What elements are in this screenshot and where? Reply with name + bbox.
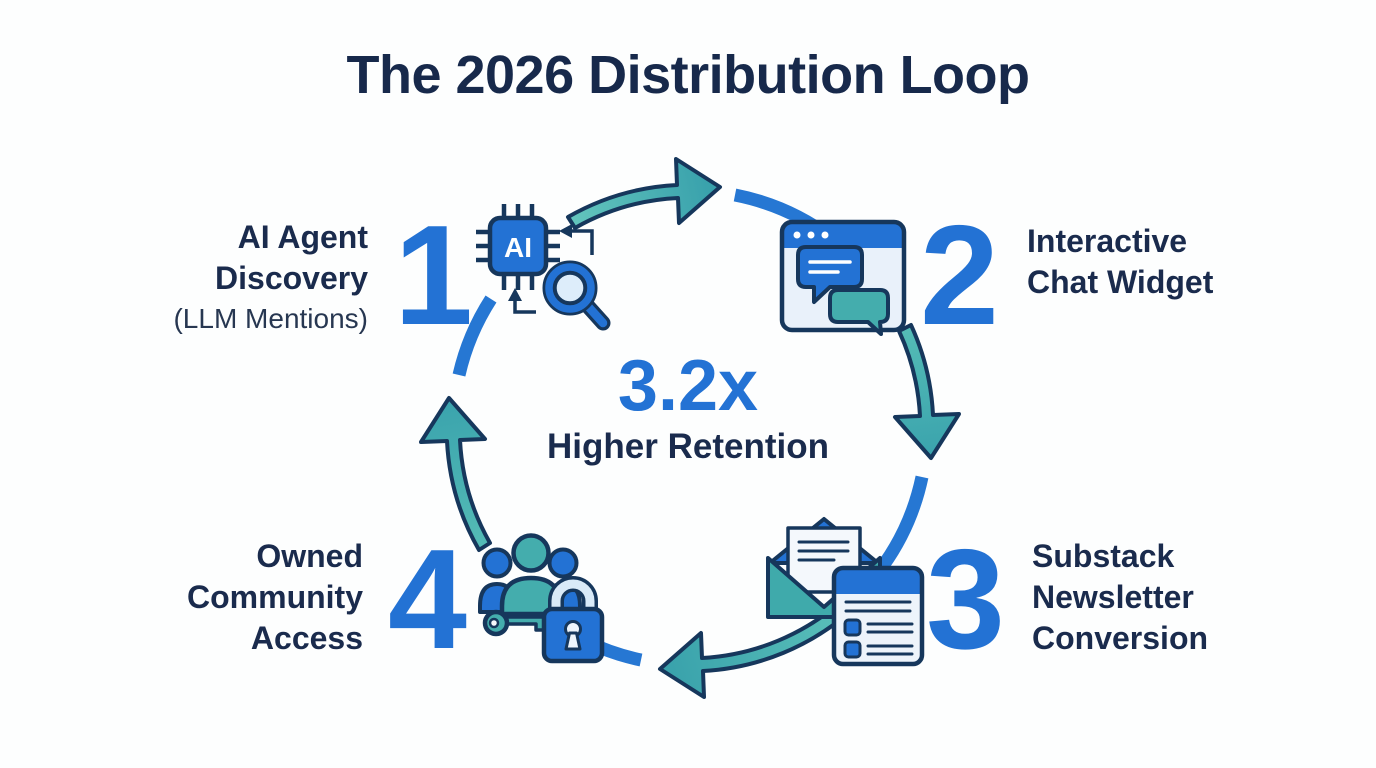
step-3-label-line: Newsletter bbox=[1032, 579, 1194, 615]
refresh-arrows-icon bbox=[508, 224, 594, 314]
step-4-label-line: Owned bbox=[256, 538, 363, 574]
step-3-label: Substack Newsletter Conversion bbox=[1032, 536, 1208, 659]
magnifier-icon bbox=[542, 260, 611, 331]
step-4-number: 4 bbox=[388, 520, 467, 679]
step-3-label-line: Substack bbox=[1032, 538, 1175, 574]
step-1-label-line: AI Agent bbox=[237, 219, 368, 255]
step-2-number: 2 bbox=[920, 196, 999, 355]
step-1-label-line: Discovery bbox=[215, 260, 368, 296]
step-3-label-line: Conversion bbox=[1032, 620, 1209, 656]
loop-arrow-left-icon bbox=[419, 396, 492, 552]
newsletter-card-icon bbox=[831, 565, 925, 667]
step-1-label: AI Agent Discovery (LLM Mentions) bbox=[173, 217, 368, 339]
step-2-label-line: Chat Widget bbox=[1027, 264, 1214, 300]
step-4-label-line: Community bbox=[187, 579, 363, 615]
step-4-label-line: Access bbox=[250, 620, 363, 656]
step-4-label: Owned Community Access bbox=[187, 536, 363, 659]
checkbox bbox=[843, 618, 862, 637]
step-1-sublabel: (LLM Mentions) bbox=[173, 303, 368, 334]
retention-metric: 3.2x bbox=[617, 346, 759, 426]
padlock-icon bbox=[541, 576, 605, 664]
step-2-label-line: Interactive bbox=[1027, 223, 1188, 259]
loop-arrow-top-icon bbox=[566, 157, 722, 230]
chat-widget-icon bbox=[779, 219, 907, 336]
chip-label: AI bbox=[504, 232, 532, 263]
community-icon bbox=[478, 533, 582, 617]
step-1-number: 1 bbox=[394, 196, 473, 355]
window-dot bbox=[821, 231, 829, 239]
loop-arc-left bbox=[452, 295, 497, 377]
loop-arrow-right-icon bbox=[893, 323, 961, 460]
checkbox bbox=[843, 640, 862, 659]
retention-caption: Higher Retention bbox=[547, 427, 829, 466]
window-dot bbox=[807, 231, 815, 239]
ai-chip-icon: AI bbox=[476, 204, 560, 290]
step-2-label: Interactive Chat Widget bbox=[1027, 221, 1213, 303]
step-3-number: 3 bbox=[926, 520, 1005, 679]
chat-bubble-teal bbox=[828, 288, 890, 336]
window-dot bbox=[793, 231, 801, 239]
page-title: The 2026 Distribution Loop bbox=[346, 45, 1030, 105]
